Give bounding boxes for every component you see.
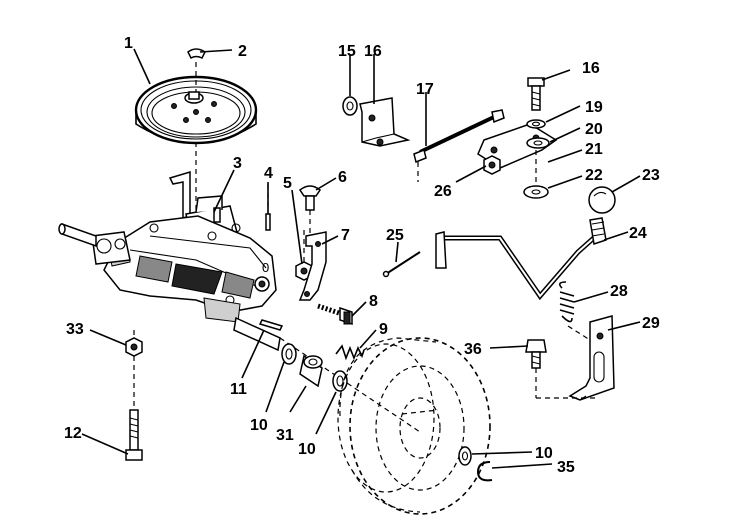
callout-10-left: 10 xyxy=(250,417,268,434)
callout-29: 29 xyxy=(642,315,660,332)
support-bracket xyxy=(298,231,327,301)
shift-pin xyxy=(213,207,221,223)
wheel-tire xyxy=(337,337,491,515)
flat-washer xyxy=(281,343,297,365)
callout-11: 11 xyxy=(230,381,247,398)
lock-washer xyxy=(526,119,546,129)
callout-20: 20 xyxy=(585,121,603,138)
callout-8: 8 xyxy=(369,293,378,310)
spacer-bushing xyxy=(299,354,323,388)
flat-washer xyxy=(458,446,472,466)
callout-15: 15 xyxy=(338,43,356,60)
long-hex-bolt xyxy=(125,409,143,461)
extension-spring xyxy=(558,281,591,341)
flat-washer xyxy=(523,150,549,199)
left-axle xyxy=(58,222,97,248)
callout-31: 31 xyxy=(276,427,294,444)
callout-1: 1 xyxy=(124,35,133,52)
callout-7: 7 xyxy=(341,227,350,244)
callout-28: 28 xyxy=(610,283,628,300)
right-axle xyxy=(233,316,421,433)
callout-4: 4 xyxy=(264,165,273,182)
callout-23: 23 xyxy=(642,167,660,184)
transaxle-housing xyxy=(91,170,277,323)
angle-bracket xyxy=(359,97,411,147)
callout-36: 36 xyxy=(464,341,482,358)
callout-6: 6 xyxy=(338,169,347,186)
hex-bolt xyxy=(527,77,545,111)
callout-10-right: 10 xyxy=(535,445,553,462)
callout-12: 12 xyxy=(64,425,82,442)
callout-21: 21 xyxy=(585,141,603,158)
leader-lines xyxy=(81,48,641,469)
pulley xyxy=(134,75,258,145)
callout-3: 3 xyxy=(233,155,242,172)
shift-rod xyxy=(413,109,505,182)
flat-washer xyxy=(332,370,348,392)
shift-lever xyxy=(435,217,607,301)
callout-35: 35 xyxy=(557,459,575,476)
callout-5: 5 xyxy=(283,175,292,192)
callout-16-bracket: 16 xyxy=(364,43,382,60)
callout-33: 33 xyxy=(66,321,84,338)
callout-26: 26 xyxy=(434,183,452,200)
callout-labels: 1 2 3 4 5 6 7 8 9 10 10 10 11 12 15 16 1… xyxy=(64,35,660,476)
lock-nut xyxy=(125,330,143,410)
callout-17: 17 xyxy=(416,81,434,98)
callout-25: 25 xyxy=(386,227,404,244)
axle-mark: 0 xyxy=(262,260,269,275)
callout-22: 22 xyxy=(585,167,603,184)
axle-key xyxy=(258,319,284,331)
hex-nut xyxy=(483,155,501,175)
hex-bolt xyxy=(317,303,353,326)
cotter-pin xyxy=(382,251,421,278)
mounting-plate xyxy=(568,315,615,401)
shoulder-bolt xyxy=(525,339,596,399)
callout-2: 2 xyxy=(238,43,247,60)
callout-19: 19 xyxy=(585,99,603,116)
callout-24: 24 xyxy=(629,225,647,242)
e-ring xyxy=(476,461,493,482)
callout-16-bolt: 16 xyxy=(582,60,600,77)
shift-knob xyxy=(588,186,616,214)
retaining-clip xyxy=(187,48,206,60)
flat-washer xyxy=(342,96,358,116)
flat-washer xyxy=(526,137,550,149)
carriage-bolt xyxy=(298,185,322,236)
callout-9: 9 xyxy=(379,321,388,338)
callout-10-middle: 10 xyxy=(298,441,316,458)
